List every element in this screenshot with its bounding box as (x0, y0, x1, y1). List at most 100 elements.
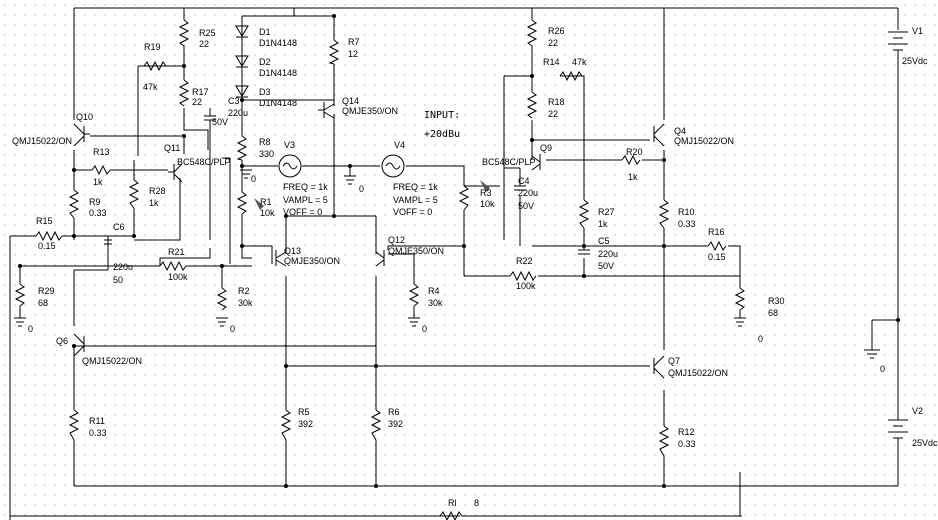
label-ref: Q10 (76, 112, 93, 122)
label-value: 392 (298, 419, 313, 429)
label-ref: V2 (912, 406, 923, 416)
label-ref: V3 (284, 140, 295, 150)
parts (14, 14, 908, 520)
ground-symbol (864, 349, 880, 359)
label-ref: Q13 (284, 246, 301, 256)
label-value: 100k (516, 281, 536, 291)
battery-v2 (888, 419, 908, 442)
resistor-r1 (236, 191, 248, 215)
labels: INPUT: +20dBu R25 22 R19 47k R17 22 D1 D… (12, 26, 938, 508)
label-value: BC548C/PLP (177, 157, 231, 167)
label-value: 10k (480, 199, 495, 209)
label-value: QMJE350/ON (342, 106, 398, 116)
transistor-q6 (73, 333, 85, 357)
label-value: VOFF = 0 (393, 207, 432, 217)
label-value: VAMPL = 5 (393, 195, 438, 205)
label-value: QMJE350/ON (284, 256, 340, 266)
label-ref: R25 (199, 28, 216, 38)
label-value: 68 (38, 298, 48, 308)
label-ref: R17 (192, 87, 209, 97)
label-ref: Q12 (388, 235, 405, 245)
ground-symbol (14, 317, 26, 327)
label-value: FREQ = 1k (283, 182, 328, 192)
ground-symbol (734, 317, 746, 327)
label-value: 47k (143, 82, 158, 92)
capacitor-c6 (104, 236, 112, 245)
label-ref: Q6 (56, 336, 68, 346)
label-value: 220u (598, 249, 618, 259)
resistor-r2 (216, 287, 228, 311)
resistor-r9 (68, 189, 80, 219)
resistor-r12 (658, 425, 670, 457)
label-ref: R29 (38, 286, 55, 296)
label-ref: Q14 (342, 96, 359, 106)
label-ref: V4 (394, 140, 405, 150)
label-value: QMJ15022/ON (674, 136, 734, 146)
resistor-r8 (236, 135, 248, 161)
label-value: BC548C/PLP (482, 157, 536, 167)
ground-label: 0 (422, 324, 427, 334)
source-v3 (278, 154, 302, 178)
label-value: 1k (149, 198, 159, 208)
label-ref: R12 (678, 427, 695, 437)
input-note-line2: +20dBu (424, 129, 460, 140)
label-value: 50V (212, 117, 228, 127)
label-value: 0.15 (708, 252, 726, 262)
resistor-r14 (559, 70, 583, 82)
transistor-q9 (531, 154, 541, 171)
label-ref: R5 (298, 407, 310, 417)
resistor-r30 (734, 287, 746, 311)
label-ref: C5 (598, 236, 610, 246)
resistor-r28 (128, 179, 140, 209)
resistor-r5 (280, 409, 292, 441)
resistor-r7 (328, 39, 340, 65)
label-ref: R2 (238, 286, 250, 296)
transistor-q12 (375, 250, 385, 267)
label-value: 30k (238, 298, 253, 308)
diode-d3 (235, 85, 249, 98)
label-value: 50V (598, 261, 614, 271)
label-ref: R14 (543, 57, 560, 67)
label-ref: R9 (89, 197, 101, 207)
label-ref: R1 (260, 197, 272, 207)
diode-d2 (235, 55, 249, 68)
resistor-r27 (578, 199, 590, 229)
label-value: 50 (113, 275, 123, 285)
resistor-r18 (526, 91, 538, 119)
label-value: 330 (259, 149, 274, 159)
label-ref: V1 (912, 26, 923, 36)
label-value: 392 (388, 419, 403, 429)
resistor-rl (439, 510, 742, 520)
label-value: 0.15 (38, 241, 56, 251)
transistor-q14 (318, 102, 335, 119)
label-ref: R15 (36, 216, 53, 226)
label-ref: R10 (678, 207, 695, 217)
label-value: 220u (518, 188, 538, 198)
resistor-r17 (178, 79, 190, 107)
ground-symbol (216, 317, 228, 327)
label-ref: R28 (149, 186, 166, 196)
resistor-r10 (658, 199, 670, 229)
label-ref: Rl (448, 498, 457, 508)
capacitor-c3 (204, 108, 216, 128)
voltage-probe-icon (480, 180, 490, 192)
label-value: 22 (548, 38, 558, 48)
label-value: 30k (428, 298, 443, 308)
label-value: QMJ15022/ON (668, 368, 728, 378)
label-value: 12 (348, 49, 358, 59)
label-value: 1k (628, 172, 638, 182)
resistor-r29 (14, 283, 26, 307)
label-value: QMJE350/ON (388, 246, 444, 256)
label-value: VAMPL = 5 (283, 195, 328, 205)
label-ref: R11 (89, 416, 105, 426)
label-value: 47k (572, 57, 587, 67)
label-ref: R7 (348, 37, 360, 47)
label-ref: R16 (708, 227, 725, 237)
label-ref: C3 (228, 96, 240, 106)
resistor-r21 (159, 260, 187, 272)
transistor-q11 (168, 163, 183, 183)
label-ref: Q11 (164, 143, 180, 153)
label-ref: Q9 (540, 143, 552, 153)
label-value: D1N4148 (259, 68, 297, 78)
label-value: 25Vdc (902, 56, 928, 66)
